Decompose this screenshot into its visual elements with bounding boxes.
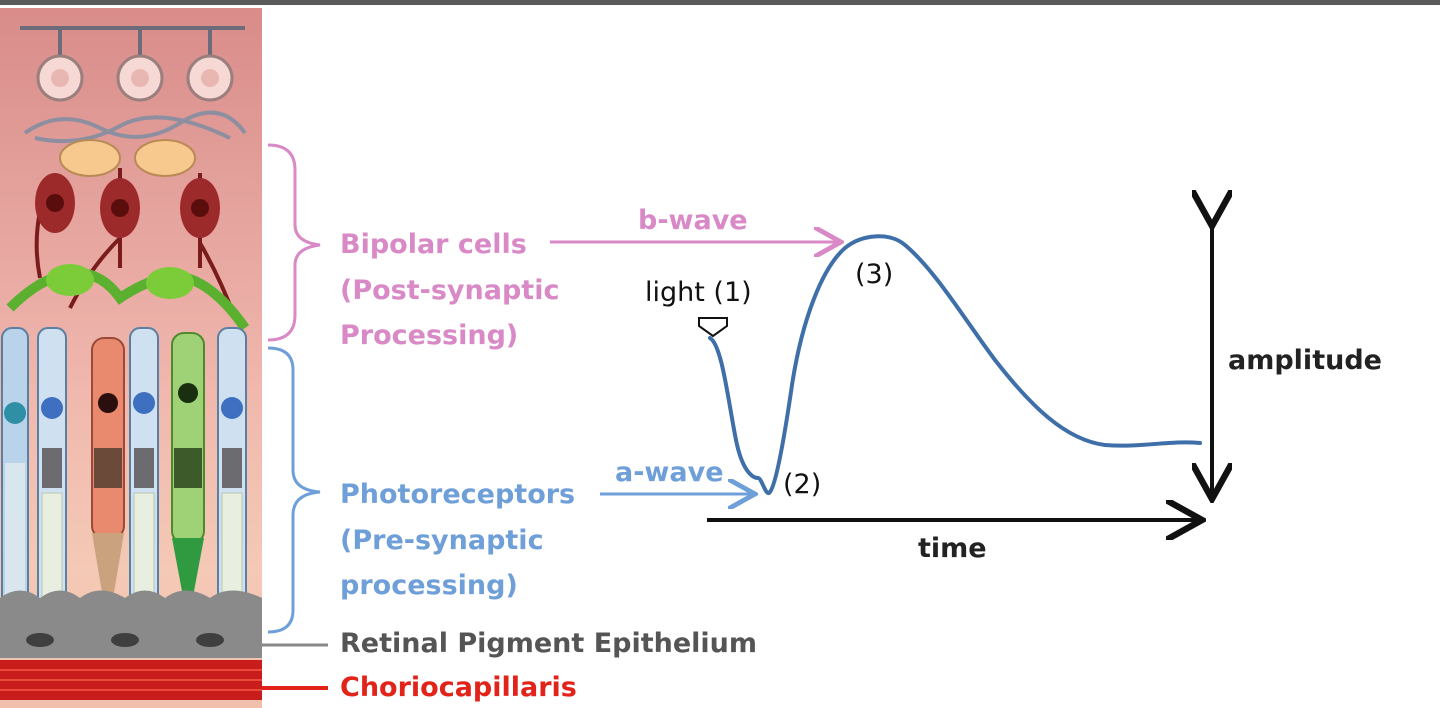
amplitude-axis-label: amplitude (1228, 345, 1382, 376)
top-border (0, 0, 1440, 5)
b-wave-label: b-wave (638, 205, 748, 236)
light-annotation: light (1) (645, 277, 752, 308)
erg-trace (708, 234, 1202, 496)
light-stimulus-marker (698, 317, 728, 338)
time-axis-label: time (918, 533, 987, 564)
bipolar-label-line2: (Post-synaptic (340, 275, 560, 306)
choriocapillaris-layer (0, 660, 262, 700)
amacrine-cells (59, 139, 196, 177)
bipolar-label-line3: Processing) (340, 320, 519, 351)
retina-illustration (0, 8, 262, 708)
choriocapillaris-label: Choriocapillaris (340, 672, 577, 703)
photoreceptor-bracket (267, 346, 321, 634)
trough-annotation: (2) (783, 469, 822, 500)
photoreceptors-label-line3: processing) (340, 570, 518, 601)
rpe-label: Retinal Pigment Epithelium (340, 628, 758, 659)
horizontal-cells (6, 264, 250, 331)
a-wave-label: a-wave (615, 457, 724, 488)
bipolar-cells-illustration (34, 168, 237, 319)
photoreceptor-cells (1, 327, 247, 629)
photoreceptors-label-line2: (Pre-synaptic (340, 525, 544, 556)
bipolar-label-line1: Bipolar cells (340, 229, 527, 260)
ganglion-cells (36, 54, 234, 102)
bipolar-bracket (267, 143, 321, 342)
peak-annotation: (3) (855, 259, 894, 290)
photoreceptors-label-line1: Photoreceptors (340, 479, 576, 510)
rpe-layer (0, 590, 262, 658)
